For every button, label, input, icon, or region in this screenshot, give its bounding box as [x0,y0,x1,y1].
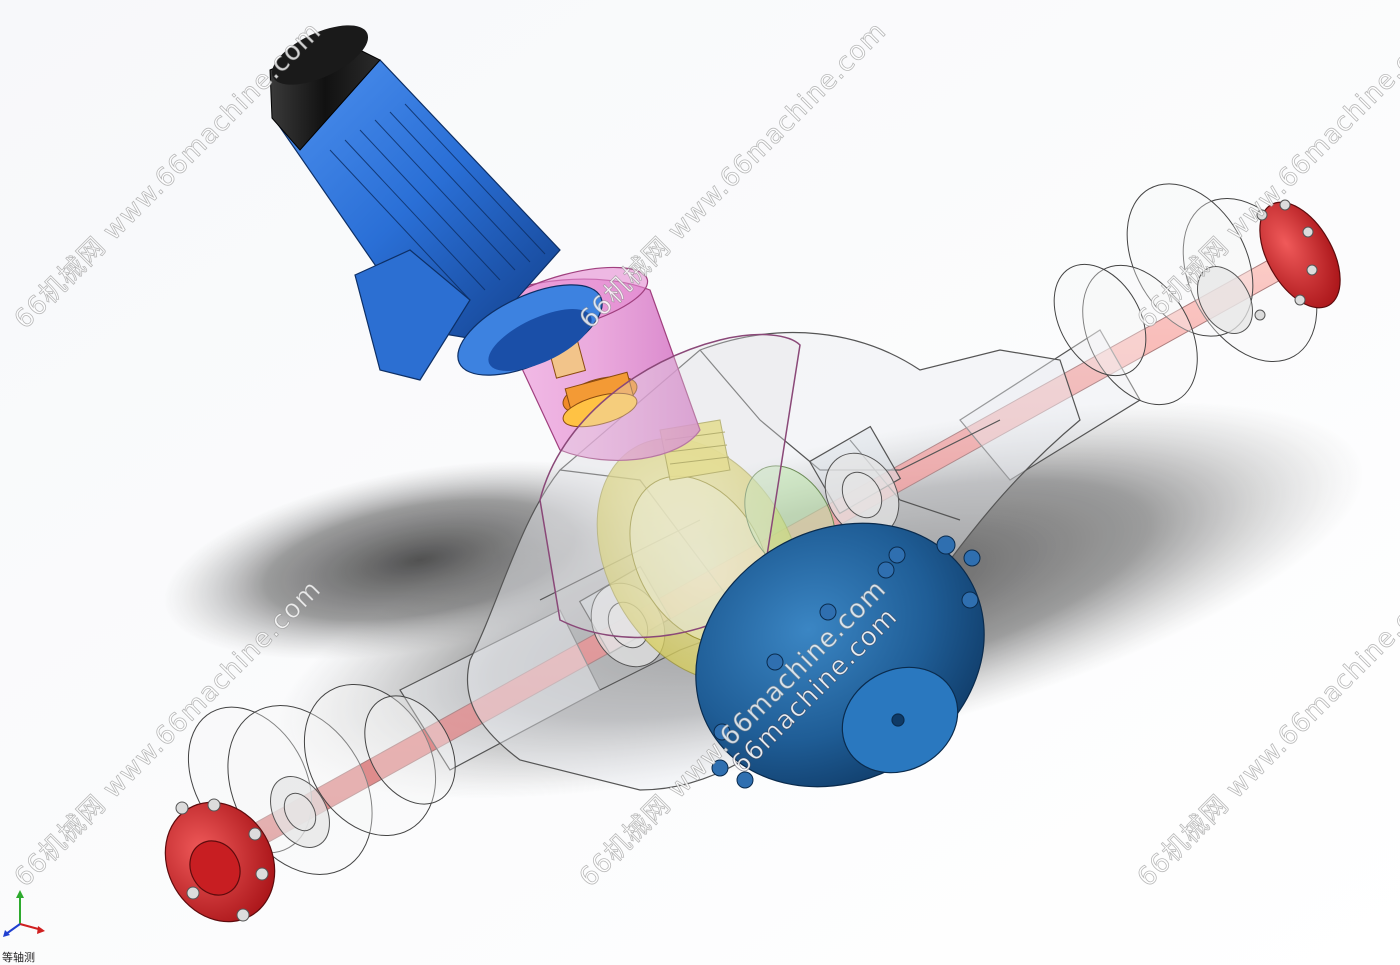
view-orientation-label: 等轴测 [2,951,35,964]
right-hub-bearing [1197,266,1253,334]
rear-cover-bolts [711,535,981,789]
housing-front-flange [539,333,801,639]
right-hub-bolts [1254,199,1318,321]
drive-motor [269,25,603,381]
axis-triad-icon [3,890,45,937]
right-hub-flange [1259,201,1341,309]
left-hub-bearing [270,776,330,848]
rear-cover [695,522,985,788]
differential-bearing-right [824,452,900,538]
left-hub-bolts [175,798,269,922]
